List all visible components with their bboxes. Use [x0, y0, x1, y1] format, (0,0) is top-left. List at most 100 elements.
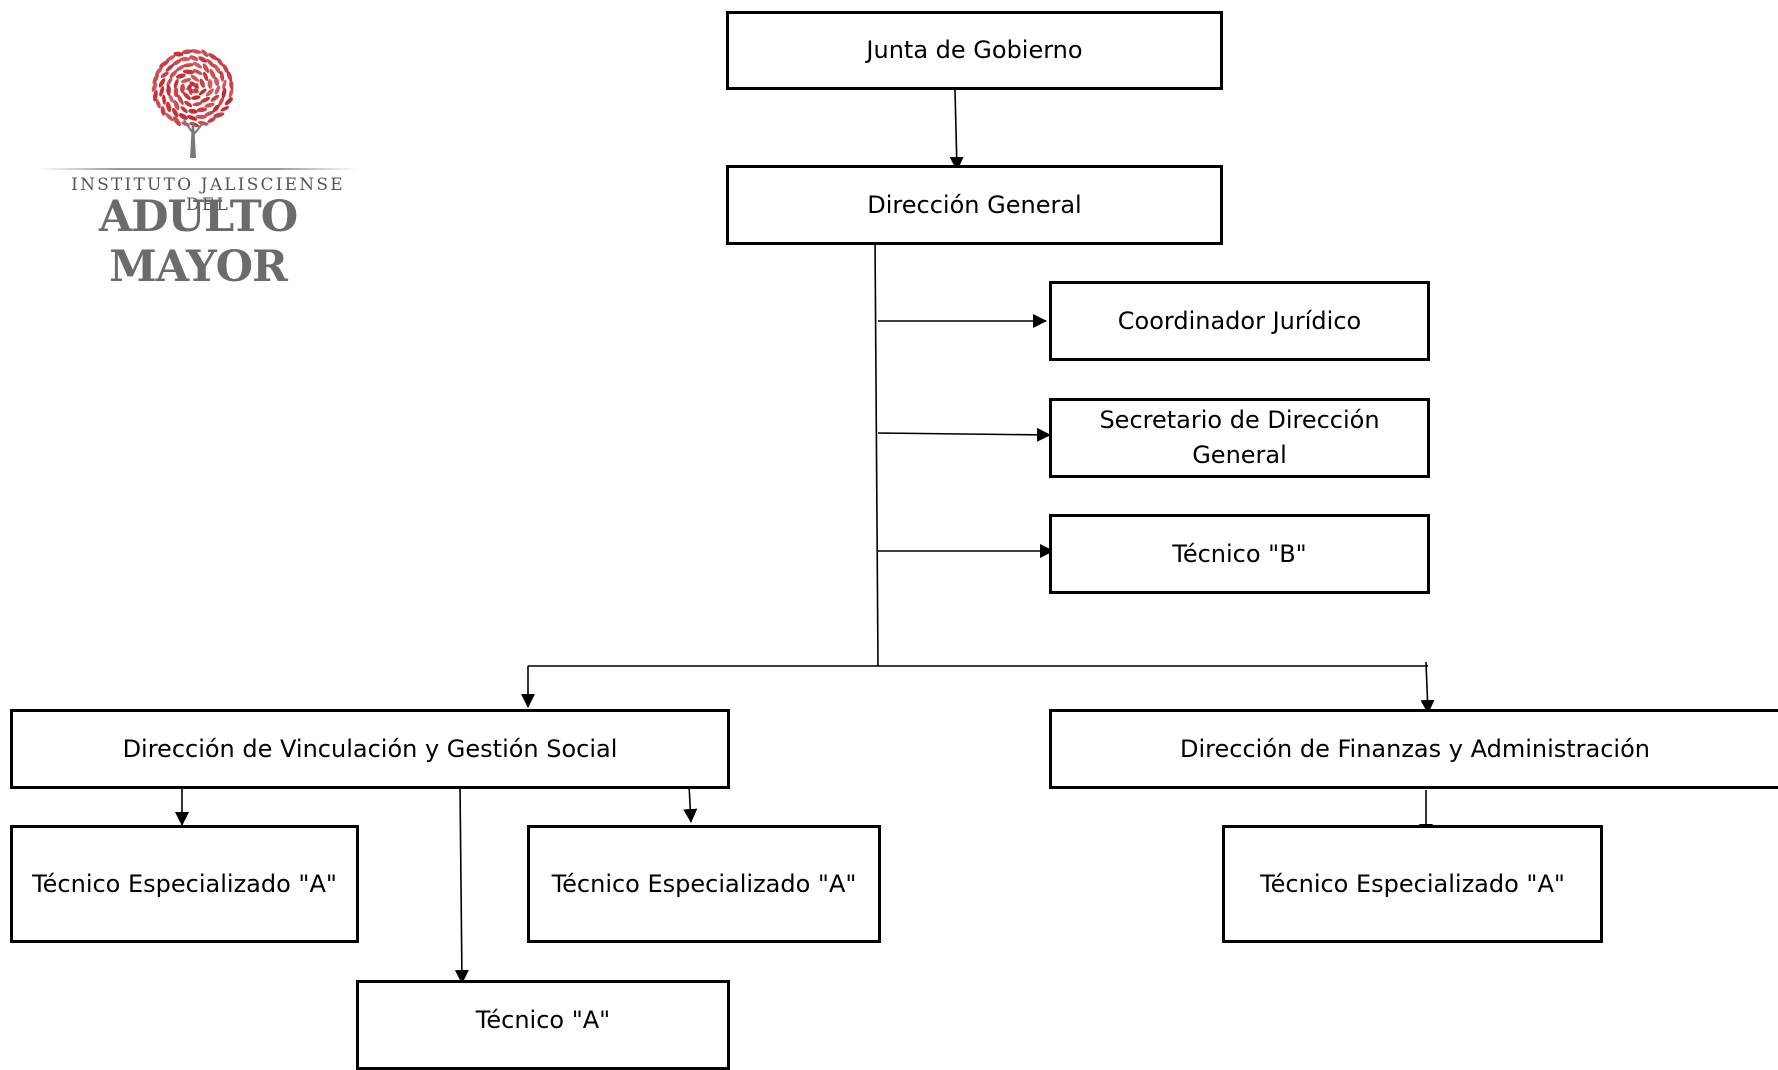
leaf — [162, 94, 166, 105]
leaf — [172, 107, 179, 118]
leaf — [173, 86, 179, 98]
arrow-to-secretario — [877, 427, 1051, 442]
logo-divider — [38, 168, 358, 170]
leaf — [172, 59, 182, 66]
leaf — [219, 71, 225, 82]
leaf — [186, 115, 198, 121]
box-tecnico-a: Técnico "A" — [356, 980, 730, 1070]
leaf — [155, 98, 161, 109]
leaf — [184, 100, 193, 108]
box-tecnico-b: Técnico "B" — [1049, 514, 1430, 594]
leaf — [229, 80, 234, 90]
leaf — [181, 49, 193, 55]
leaf — [201, 49, 209, 57]
leaf — [151, 82, 158, 92]
arrow-to-tec-esp-2 — [683, 784, 698, 823]
leaf — [220, 106, 230, 112]
arrow-to-tecnico-a — [454, 784, 469, 984]
logo-subtitle: INSTITUTO JALISCIENSE DEL — [71, 175, 345, 215]
arrow-junta-to-direccion — [949, 89, 964, 171]
leaf — [202, 63, 210, 73]
leaf — [207, 117, 216, 123]
leaf — [175, 64, 186, 72]
leaf — [213, 112, 225, 118]
box-junta-de-gobierno: Junta de Gobierno — [726, 11, 1223, 90]
leaf — [216, 57, 224, 67]
leaf — [179, 56, 191, 62]
leaf — [182, 92, 191, 101]
leaf — [192, 61, 203, 69]
leaf — [175, 73, 186, 79]
leaf — [173, 51, 184, 57]
leaf — [152, 73, 159, 85]
box-secretario-direccion-general: Secretario de Dirección General — [1049, 398, 1430, 478]
leaf — [165, 54, 176, 62]
leaf — [198, 88, 207, 96]
trunk-direccion-general — [874, 237, 879, 667]
leaf — [190, 49, 202, 54]
leaf — [214, 85, 221, 95]
leaf — [183, 63, 194, 68]
box-tecnico-especializado-a-3: Técnico Especializado "A" — [1222, 825, 1603, 943]
leaf — [166, 77, 173, 87]
leaf — [165, 63, 175, 72]
leaf — [206, 58, 215, 68]
leaf — [199, 78, 205, 88]
leaf — [214, 77, 220, 87]
leaf — [182, 69, 195, 75]
leaf — [189, 55, 199, 61]
leaf — [159, 86, 165, 97]
arrow-to-finanzas — [1420, 661, 1435, 714]
box-direccion-general: Dirección General — [726, 165, 1223, 245]
leaf — [190, 74, 200, 82]
leaf — [158, 78, 166, 88]
leaf — [202, 71, 209, 82]
leaf — [218, 96, 225, 106]
leaf — [204, 110, 215, 117]
leaf — [189, 122, 200, 128]
leaf — [222, 64, 229, 74]
leaf — [228, 87, 234, 99]
leaf — [189, 81, 199, 89]
leaf — [213, 64, 222, 75]
box-tecnico-especializado-a-2: Técnico Especializado "A" — [527, 825, 881, 943]
leaf — [192, 102, 203, 107]
leaf — [173, 78, 179, 89]
institute-logo: INSTITUTO JALISCIENSE DEL ADULTO MAYOR — [18, 40, 378, 292]
leaf — [204, 102, 215, 108]
leaf — [160, 71, 169, 78]
leaf — [200, 96, 211, 103]
leaf — [210, 94, 220, 102]
leaf — [198, 56, 208, 63]
leaf — [169, 70, 178, 78]
box-direccion-vinculacion: Dirección de Vinculación y Gestión Socia… — [10, 709, 730, 789]
logo-title: ADULTO MAYOR — [98, 192, 298, 292]
leaf — [205, 88, 214, 97]
leaf — [173, 100, 180, 111]
box-coordinador-juridico: Coordinador Jurídico — [1049, 281, 1430, 361]
leaf — [166, 84, 171, 96]
leaf — [177, 94, 184, 105]
leaf — [155, 66, 163, 76]
leaf — [168, 94, 174, 103]
leaf — [173, 116, 181, 127]
leaf — [221, 88, 227, 99]
leaf — [226, 70, 233, 82]
leaf — [159, 60, 170, 68]
leaf — [192, 69, 203, 75]
leaf — [196, 107, 208, 113]
leaf — [164, 112, 174, 122]
leaf — [208, 53, 218, 61]
leaf — [195, 114, 207, 120]
box-tecnico-especializado-a-1: Técnico Especializado "A" — [10, 825, 359, 943]
leaf — [180, 77, 192, 84]
leaf — [209, 68, 216, 80]
leaf — [153, 89, 158, 102]
leaf — [212, 104, 220, 113]
leaf — [188, 108, 198, 114]
leaf — [160, 106, 166, 116]
box-direccion-finanzas: Dirección de Finanzas y Administración — [1049, 709, 1778, 789]
leaf — [180, 106, 188, 114]
leaf — [165, 101, 172, 113]
